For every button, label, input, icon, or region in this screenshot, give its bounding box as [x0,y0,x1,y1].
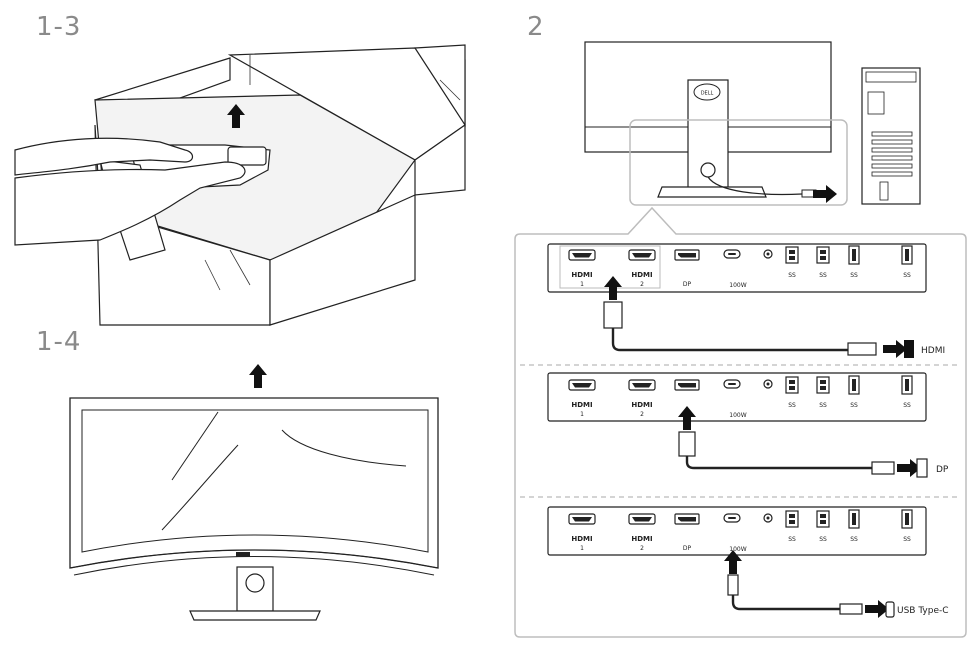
usb-ss-label: SS [850,272,858,279]
usb-ss-label: SS [903,272,911,279]
usb-ss-label: SS [850,536,858,543]
usb-ss-label: SS [819,536,827,543]
usb-ss-label: SS [819,402,827,409]
usbc-power-label: 100W [729,282,746,289]
usb-ss-label: SS [903,536,911,543]
hdmi-1-logo: HDMI [571,401,592,409]
step-1-4-illustration [69,364,439,621]
usb-ss-label: SS [788,402,796,409]
port-row-hdmi: HDMI HDMI 1 2 DP 100W SS SS SS SS [547,243,927,293]
dp-port-label: DP [683,281,692,288]
step-label-1-4: 1-4 [36,327,82,357]
usb-ss-label: SS [903,402,911,409]
hdmi-1-number: 1 [580,411,584,418]
usbc-power-label: 100W [729,412,746,419]
hdmi-1-number: 1 [580,545,584,552]
dp-port-label: DP [683,545,692,552]
hdmi-1-number: 1 [580,281,584,288]
usb-ss-label: SS [819,272,827,279]
usb-ss-label: SS [788,536,796,543]
usb-ss-label: SS [850,402,858,409]
dp-cable-label: DP [936,465,949,475]
hdmi-cable-label: HDMI [921,346,945,356]
step-label-2: 2 [527,12,545,42]
port-row-dp: HDMI HDMI 1 2 DP 100W SS SS SS SS [547,372,927,422]
dell-badge: DELL [701,91,714,97]
step-2-illustration: DELL [514,41,967,638]
hdmi-1-logo: HDMI [571,535,592,543]
step-label-1-3: 1-3 [36,12,82,42]
usb-ss-label: SS [788,272,796,279]
hdmi-2-logo: HDMI [631,535,652,543]
hdmi-1-logo: HDMI [571,271,592,279]
usbc-power-label: 100W [729,546,746,553]
hdmi-2-logo: HDMI [631,271,652,279]
hdmi-2-number: 2 [640,545,644,552]
hdmi-2-number: 2 [640,411,644,418]
port-row-usbc: HDMI HDMI 1 2 DP 100W SS SS SS SS [547,506,927,556]
hdmi-2-number: 2 [640,281,644,288]
usbc-cable-label: USB Type-C [897,606,949,616]
hdmi-2-logo: HDMI [631,401,652,409]
step-1-3-illustration [14,44,466,326]
